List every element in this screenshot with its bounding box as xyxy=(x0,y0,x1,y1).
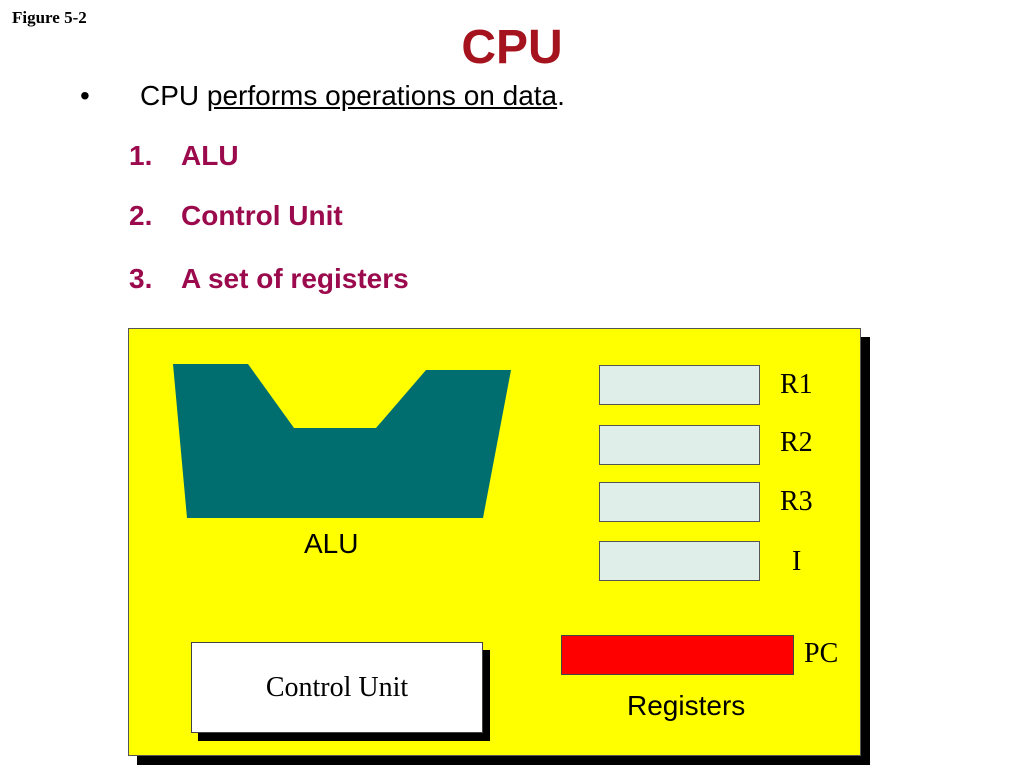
bullet-prefix: CPU xyxy=(140,80,207,111)
list-item-text: ALU xyxy=(181,140,239,171)
registers-caption: Registers xyxy=(627,690,746,721)
register-label-r2: R2 xyxy=(780,427,813,458)
register-box-r2 xyxy=(599,425,760,465)
list-item-text: Control Unit xyxy=(181,200,343,231)
list-item-text: A set of registers xyxy=(181,263,409,294)
bullet-text: CPU performs operations on data. xyxy=(140,80,565,112)
register-box-r1 xyxy=(599,365,760,405)
list-item-number: 3. xyxy=(129,263,153,294)
register-box-i xyxy=(599,541,760,581)
register-box-r3 xyxy=(599,482,760,522)
alu-shape xyxy=(173,364,511,518)
bullet-symbol: • xyxy=(80,80,90,111)
alu-body xyxy=(173,364,511,518)
bullet-underlined-text: performs operations on data xyxy=(206,80,558,111)
bullet-suffix: . xyxy=(557,80,565,111)
figure-label: Figure 5-2 xyxy=(12,8,87,27)
alu-label: ALU xyxy=(304,528,359,559)
control-unit-box: Control Unit xyxy=(191,642,483,733)
register-label-r3: R3 xyxy=(780,486,813,517)
register-label-r1: R1 xyxy=(780,369,813,400)
list-item-number: 2. xyxy=(129,200,153,231)
pc-register-box xyxy=(561,635,794,675)
pc-label: PC xyxy=(804,638,839,669)
slide-title: CPU xyxy=(461,21,563,74)
register-label-i: I xyxy=(792,546,802,577)
list-item-number: 1. xyxy=(129,140,153,171)
